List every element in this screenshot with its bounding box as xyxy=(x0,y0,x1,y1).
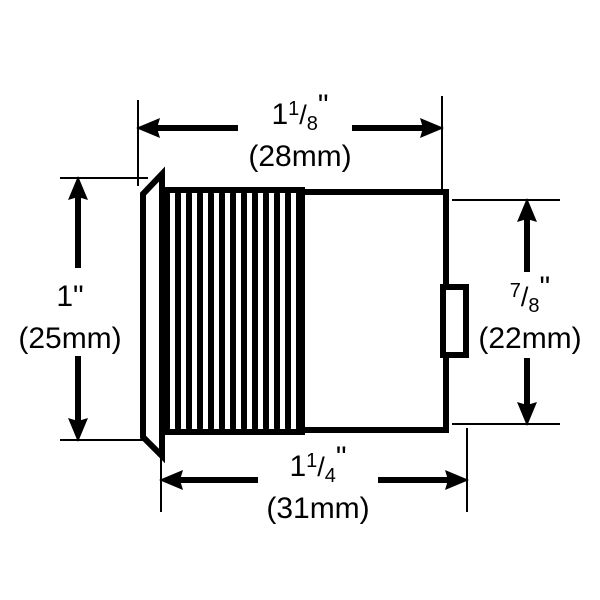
dim-arrowhead-left-top xyxy=(68,176,88,200)
dim-label-bottom: 11/4" (31mm) xyxy=(266,441,369,525)
dim-label-right: 7/8" (22mm) xyxy=(478,271,581,355)
dim-bottom-metric: (31mm) xyxy=(266,492,369,525)
dim-top-metric: (28mm) xyxy=(248,140,351,173)
dim-arrow-right xyxy=(517,198,537,426)
dim-arrowhead-right-top xyxy=(517,198,537,222)
cylinder-body xyxy=(297,189,449,433)
dim-right-slash: / xyxy=(521,282,529,312)
dim-right-inch-mark: " xyxy=(540,271,551,304)
dim-right-denominator: 8 xyxy=(528,295,539,317)
dim-arrowhead-top-left xyxy=(136,118,160,138)
dim-top-inch-mark: " xyxy=(318,89,329,122)
left-flange xyxy=(140,166,165,464)
dim-arrowhead-bottom-left xyxy=(159,470,183,490)
dim-arrow-bottom xyxy=(159,470,469,490)
dim-right-numerator: 7 xyxy=(510,280,521,302)
dim-label-top: 11/8" (28mm) xyxy=(248,89,351,173)
dim-bottom-slash: / xyxy=(317,452,325,482)
dim-left-whole: 1 xyxy=(56,280,73,313)
dimension-arrows xyxy=(68,118,537,490)
thread-ridges xyxy=(164,191,302,431)
dim-right-metric: (22mm) xyxy=(478,322,581,355)
dim-right-value: 7/8" xyxy=(510,271,550,317)
dim-arrow-top xyxy=(136,118,444,138)
dim-bottom-whole: 1 xyxy=(289,450,306,483)
dim-label-left: 1" (25mm) xyxy=(18,280,121,355)
dim-arrowhead-right-bottom xyxy=(517,402,537,426)
dim-top-whole: 1 xyxy=(271,98,288,131)
dim-left-metric: (25mm) xyxy=(18,322,121,355)
dim-bottom-denominator: 4 xyxy=(325,465,336,487)
dim-left-inch-mark: " xyxy=(73,280,84,313)
dim-top-value: 11/8" xyxy=(271,89,328,135)
dim-arrowhead-bottom-right xyxy=(445,470,469,490)
dim-top-slash: / xyxy=(299,100,307,130)
cam-tab xyxy=(440,284,469,358)
dim-left-value: 1" xyxy=(56,280,83,313)
dim-bottom-inch-mark: " xyxy=(336,441,347,474)
part-geometry xyxy=(140,166,469,464)
dim-arrowhead-top-right xyxy=(420,118,444,138)
dim-bottom-value: 11/4" xyxy=(289,441,346,487)
dim-arrow-left xyxy=(68,176,88,442)
dim-arrowhead-left-bottom xyxy=(68,418,88,442)
dim-top-numerator: 1 xyxy=(288,98,299,120)
dim-top-denominator: 8 xyxy=(307,113,318,135)
dim-bottom-numerator: 1 xyxy=(306,450,317,472)
